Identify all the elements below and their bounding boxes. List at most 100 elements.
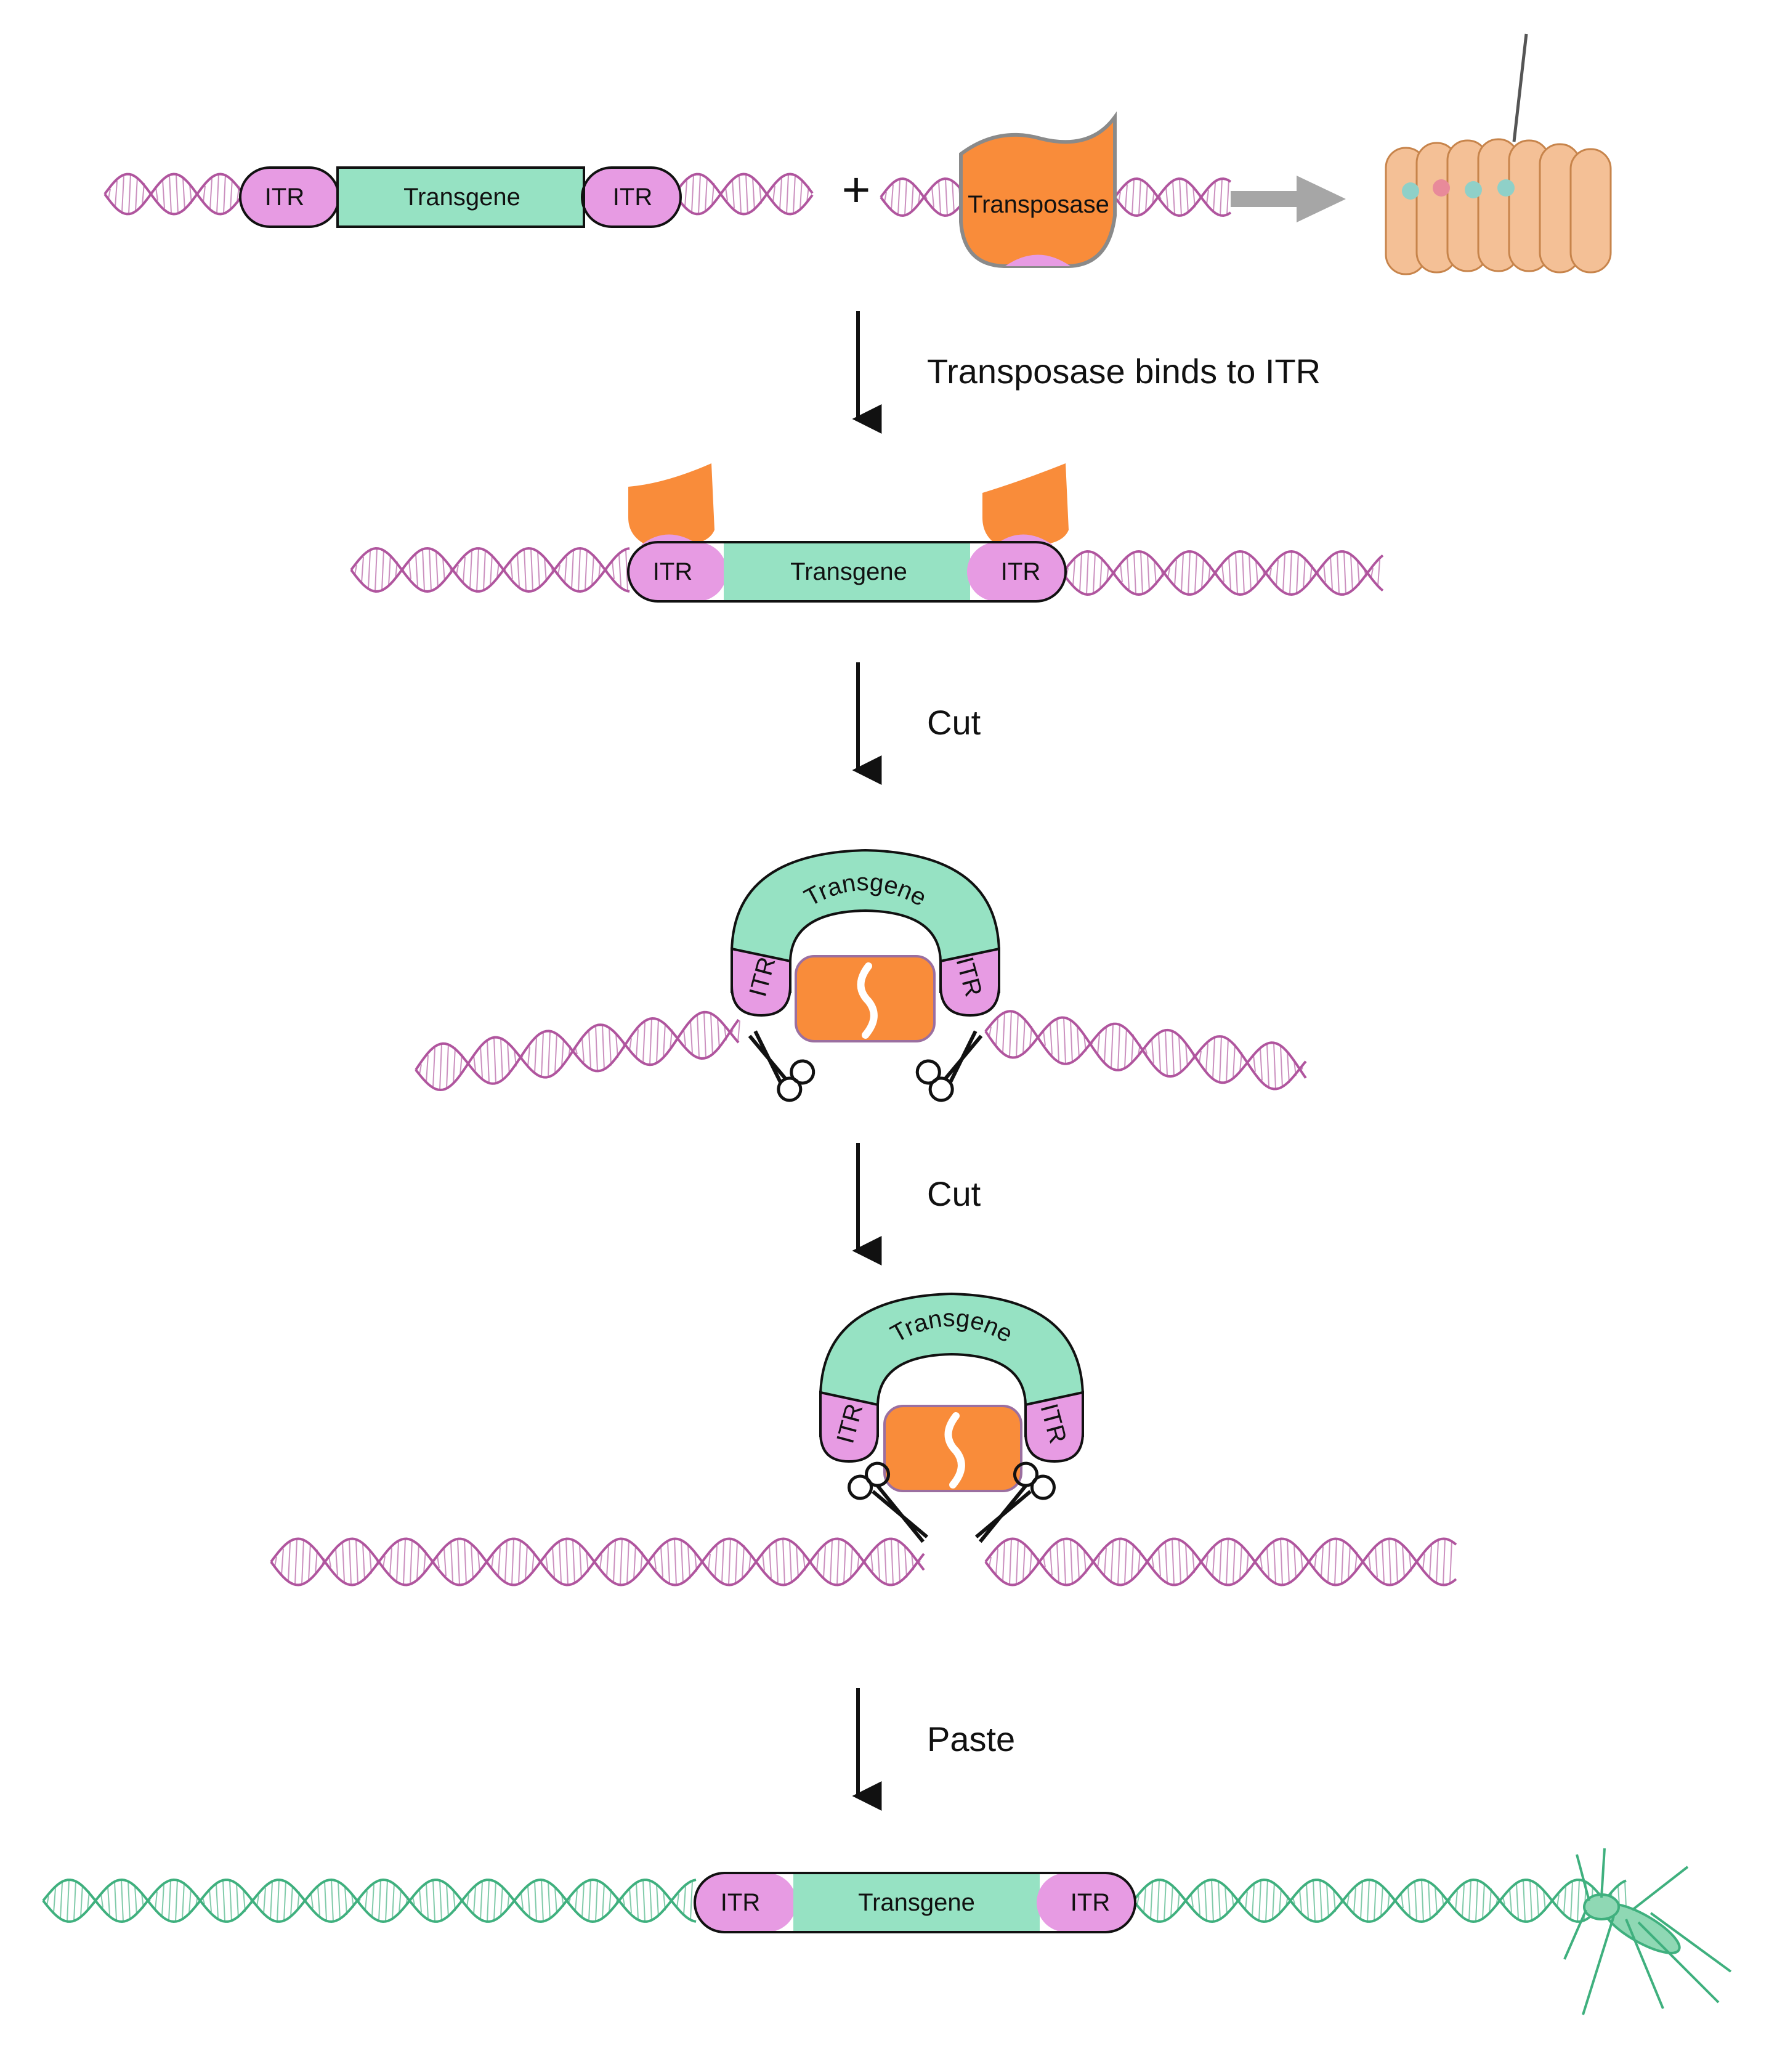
helix-rung — [683, 1029, 686, 1046]
helix-rung — [429, 548, 432, 591]
helix-rung — [487, 1040, 490, 1083]
helix-strand-b — [1061, 550, 1384, 596]
helix-rung — [1334, 1538, 1337, 1585]
helix-rung — [952, 181, 955, 214]
helix-rung — [67, 1880, 70, 1922]
plus-sign: + — [842, 162, 871, 217]
helix-rung — [618, 553, 621, 587]
helix-rung — [1314, 1554, 1317, 1570]
helix-rung — [1282, 554, 1285, 592]
helix-rung — [396, 1542, 399, 1582]
helix-rung — [891, 184, 894, 210]
helix-rung — [642, 1022, 646, 1063]
helix-rung — [361, 556, 364, 583]
helix-rung — [1233, 1540, 1236, 1584]
helix-rung — [793, 174, 796, 214]
helix-rung — [1147, 554, 1150, 592]
helix-rung — [1174, 559, 1177, 587]
helix-rung — [620, 1538, 623, 1585]
helix-rung — [1158, 1547, 1161, 1577]
helix-rung — [1375, 1546, 1378, 1578]
helix-rung — [135, 176, 138, 212]
step2-label: Cut — [927, 703, 981, 742]
helix-rung — [1455, 1891, 1458, 1911]
helix-rung — [442, 557, 445, 583]
helix-rung — [1321, 1546, 1324, 1577]
helix-rung — [1157, 1880, 1160, 1922]
helix-rung — [1056, 1542, 1059, 1582]
helix-rung — [453, 1047, 456, 1084]
helix-rung — [904, 1546, 907, 1578]
helix-rung — [1414, 1881, 1417, 1920]
step1-label: Transposase binds to ITR — [927, 352, 1321, 391]
helix-rung — [884, 1540, 887, 1584]
helix-strand-b — [415, 1017, 740, 1085]
helix-rung — [705, 176, 708, 212]
helix-rung — [579, 1544, 582, 1580]
helix-rung — [1265, 1880, 1268, 1922]
helix-rung — [1002, 1542, 1005, 1582]
helix-rung — [392, 1882, 395, 1919]
helix-rung — [403, 1538, 406, 1585]
helix-rung — [73, 1880, 76, 1921]
helix-rung — [381, 549, 384, 591]
scissors-icon — [748, 1030, 816, 1102]
helix-rung — [725, 187, 728, 201]
row1-itr-left-label: ITR — [265, 184, 304, 211]
helix-rung — [1093, 552, 1096, 594]
helix-rung — [1164, 1880, 1167, 1921]
row5-transposon-cassette: ITR Transgene ITR — [694, 1872, 1136, 1933]
row5-itr-left — [695, 1873, 796, 1932]
helix-rung — [415, 553, 418, 587]
helix-rung — [656, 1018, 659, 1063]
helix-rung — [1449, 1540, 1452, 1584]
helix-rung — [1167, 567, 1170, 579]
helix-rung — [471, 1543, 474, 1580]
helix-strand-a — [984, 1016, 1307, 1084]
row2-itr-right-label: ITR — [1001, 558, 1040, 585]
dna-helix-icon — [1061, 550, 1384, 596]
helix-rung — [545, 1554, 548, 1569]
helix-rung — [422, 549, 425, 591]
helix-rung — [223, 174, 226, 214]
row2-transposon-cassette: ITR Transgene ITR — [627, 541, 1067, 603]
row5-transgene-label: Transgene — [858, 1889, 975, 1916]
helix-rung — [717, 1018, 720, 1050]
helix-rung — [107, 1887, 110, 1915]
helix-rung — [487, 1880, 490, 1922]
helix-rung — [362, 1543, 365, 1581]
helix-rung — [1221, 564, 1224, 582]
helix-rung — [1009, 1538, 1012, 1585]
helix-rung — [1133, 552, 1136, 594]
helix-rung — [121, 1879, 124, 1922]
helix-rung — [1350, 554, 1353, 592]
helix-rung — [870, 1552, 873, 1572]
helix-rung — [510, 561, 513, 579]
helix-rung — [1072, 559, 1075, 587]
helix-rung — [654, 1554, 657, 1570]
helix-rung — [1272, 1882, 1275, 1919]
helix-rung — [270, 1882, 273, 1919]
helix-rung — [342, 1542, 345, 1582]
helix-rung — [1276, 559, 1279, 587]
helix-rung — [708, 1553, 711, 1570]
helix-rung — [581, 1883, 585, 1918]
helix-rung — [310, 1893, 314, 1909]
helix-rung — [476, 548, 479, 591]
helix-rung — [683, 1887, 686, 1915]
helix-rung — [128, 1881, 131, 1920]
helix-rung — [911, 182, 914, 212]
helix-rung — [493, 1037, 496, 1084]
helix-rung — [439, 1880, 442, 1922]
helix-rung — [176, 174, 179, 214]
helix-rung — [548, 1031, 551, 1078]
helix-rung — [378, 1880, 381, 1921]
helix-rung — [324, 1881, 327, 1920]
row2-transposase-left — [628, 463, 714, 545]
helix-rung — [1462, 1884, 1465, 1917]
helix-rung — [1245, 1891, 1248, 1910]
helix-rung — [1226, 1538, 1229, 1585]
transposase-protein-icon: Transposase — [959, 111, 1117, 268]
helix-rung — [742, 1545, 745, 1579]
helix-rung — [1099, 557, 1103, 589]
